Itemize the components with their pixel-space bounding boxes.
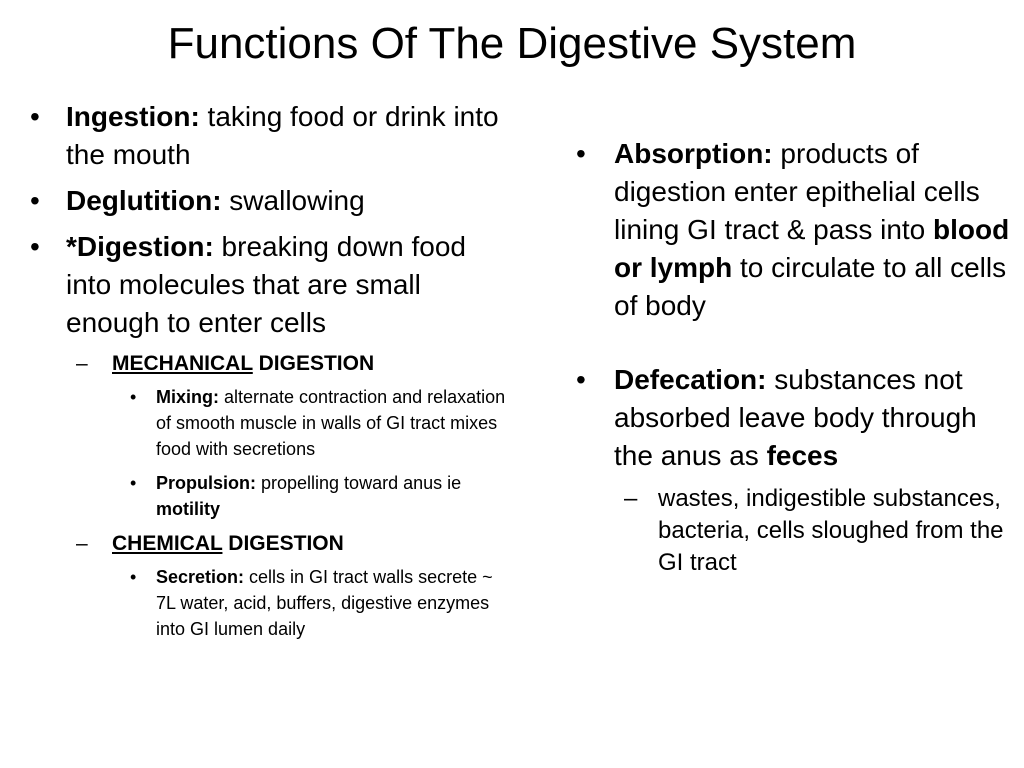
propulsion-label: Propulsion: xyxy=(156,473,256,493)
slide-title: Functions Of The Digestive System xyxy=(167,19,857,68)
chemical-digestion-heading: – CHEMICAL DIGESTION xyxy=(26,530,506,558)
bullet-icon: • xyxy=(576,364,586,395)
defecation-item: • Defecation: substances not absorbed le… xyxy=(572,361,1012,475)
deglutition-label: Deglutition: xyxy=(66,185,222,216)
left-column: • Ingestion: taking food or drink into t… xyxy=(26,98,506,650)
propulsion-text: propelling toward anus ie xyxy=(256,473,462,493)
bullet-icon: • xyxy=(130,387,137,407)
mixing-label: Mixing: xyxy=(156,387,219,407)
feces-term: feces xyxy=(766,440,839,471)
spacer xyxy=(572,333,1012,361)
blood-or-lymph-term: blood or lymph xyxy=(614,214,1010,283)
defecation-label: Defecation: xyxy=(614,364,767,395)
secretion-text: cells in GI tract walls secrete ~ 7L wat… xyxy=(156,567,493,639)
dash-icon: – xyxy=(76,532,88,555)
absorption-item: • Absorption: products of digestion ente… xyxy=(572,135,1012,325)
motility-term: motility xyxy=(156,499,221,519)
mechanical-digestion-heading: – MECHANICAL DIGESTION xyxy=(26,350,506,378)
bullet-icon: • xyxy=(130,473,137,493)
secretion-label: Secretion: xyxy=(156,567,245,587)
mechanical-label: MECHANICAL xyxy=(112,352,253,375)
bullet-icon: • xyxy=(576,138,586,169)
ingestion-text: taking food or drink into the mouth xyxy=(66,101,499,170)
right-column: • Absorption: products of digestion ente… xyxy=(572,135,1012,585)
mixing-text: alternate contraction and relaxation of … xyxy=(156,387,506,459)
propulsion-item: • Propulsion: propelling toward anus ie … xyxy=(26,470,506,522)
digestion-label: *Digestion: xyxy=(66,231,214,262)
mechanical-suffix: DIGESTION xyxy=(252,352,375,375)
secretion-item: • Secretion: cells in GI tract walls sec… xyxy=(26,564,506,642)
bullet-icon: • xyxy=(30,101,40,132)
bullet-icon: • xyxy=(30,185,40,216)
deglutition-text: swallowing xyxy=(221,185,365,216)
digestion-item: • *Digestion: breaking down food into mo… xyxy=(26,228,506,342)
digestion-text: breaking down food into molecules that a… xyxy=(66,231,466,338)
chemical-label: CHEMICAL xyxy=(112,532,223,555)
wastes-text: wastes, indigestible substances, bacteri… xyxy=(658,485,1004,576)
bullet-icon: • xyxy=(130,567,137,587)
bullet-icon: • xyxy=(30,231,40,262)
absorption-text-end: to circulate to all cells of body xyxy=(614,252,1007,321)
ingestion-item: • Ingestion: taking food or drink into t… xyxy=(26,98,506,174)
chemical-suffix: DIGESTION xyxy=(222,532,344,555)
deglutition-item: • Deglutition: swallowing xyxy=(26,182,506,220)
absorption-label: Absorption: xyxy=(614,138,773,169)
ingestion-label: Ingestion: xyxy=(66,101,200,132)
defecation-text: substances not absorbed leave body throu… xyxy=(614,364,977,471)
dash-icon: – xyxy=(624,485,638,512)
wastes-item: – wastes, indigestible substances, bacte… xyxy=(572,483,1012,579)
dash-icon: – xyxy=(76,352,88,375)
absorption-text: products of digestion enter epithelial c… xyxy=(614,138,980,245)
mixing-item: • Mixing: alternate contraction and rela… xyxy=(26,384,506,462)
